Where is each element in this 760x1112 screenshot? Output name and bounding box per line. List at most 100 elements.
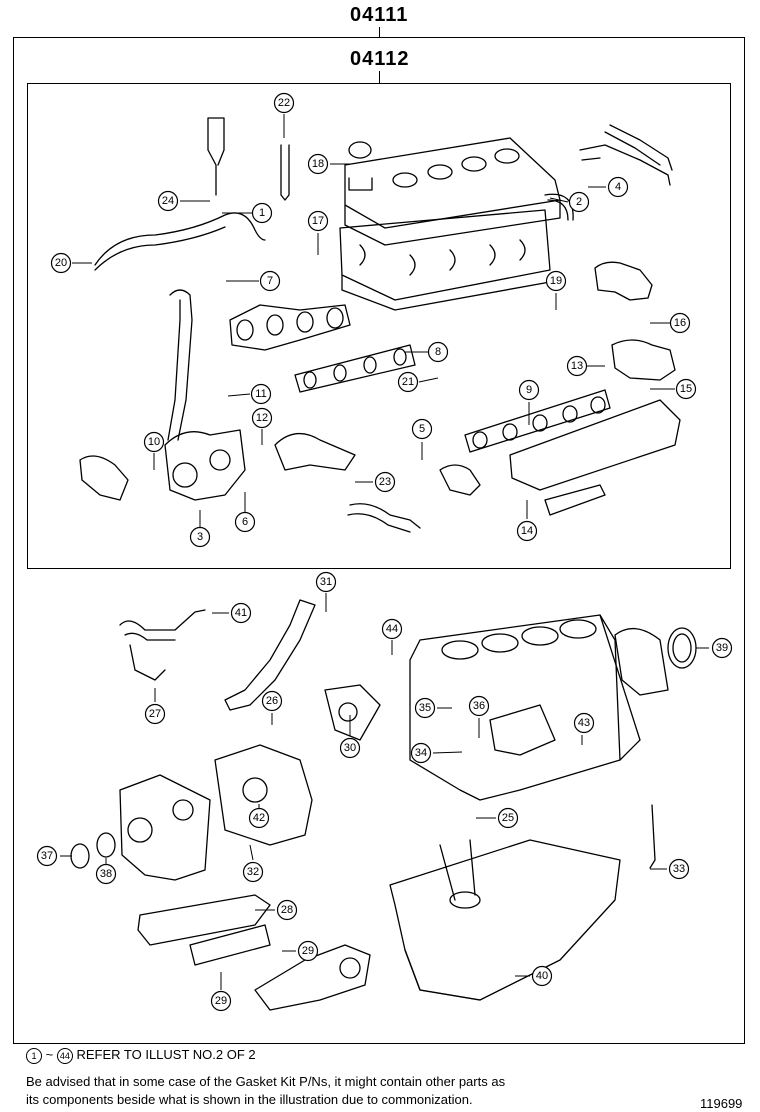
callout-circle [248, 807, 270, 829]
callout-number: 21 [402, 376, 414, 388]
callout-circle [50, 252, 72, 274]
water-pipe-drawing [347, 464, 481, 533]
callout-number: 41 [235, 607, 247, 619]
callout-21: 21 [397, 371, 419, 393]
callout-23: 23 [374, 471, 396, 493]
callout-number: 31 [320, 576, 332, 588]
callout-circle [144, 703, 166, 725]
callout-circle [251, 407, 273, 429]
thermostat-housing-drawing [594, 261, 676, 381]
callout-number: 29 [302, 945, 314, 957]
intake-manifold-drawing [509, 399, 681, 516]
callout-circle [230, 602, 252, 624]
dipstick-guide-drawing [649, 804, 656, 869]
intake-pipe-drawing [79, 433, 356, 501]
callout-number: 19 [550, 275, 562, 287]
callout-number: 18 [312, 158, 324, 170]
range-end-callout: 44 [56, 1047, 73, 1064]
callout-circle [669, 312, 691, 334]
callout-27: 27 [144, 703, 166, 725]
callout-circle [607, 176, 629, 198]
callout-9: 9 [518, 379, 540, 401]
range-separator: ~ [45, 1047, 54, 1062]
oil-cooler-cover-drawing [137, 894, 271, 966]
callout-circle [242, 861, 264, 883]
callout-circle [251, 202, 273, 224]
callout-20: 20 [50, 252, 72, 274]
oil-strainer-drawing [439, 839, 481, 909]
callout-circle [259, 270, 281, 292]
callout-number: 40 [536, 970, 548, 982]
callout-37: 37 [36, 845, 58, 867]
callout-circle [566, 355, 588, 377]
callout-circle [516, 520, 538, 542]
callout-number: 10 [148, 436, 160, 448]
turbocharger-drawing [164, 429, 246, 501]
callout-circle [210, 990, 232, 1012]
injector-drawing [207, 117, 225, 196]
callout-36: 36 [468, 695, 490, 717]
callout-number: 37 [41, 850, 53, 862]
callout-43: 43 [573, 712, 595, 734]
callout-6: 6 [234, 511, 256, 533]
inner-code-leader [379, 71, 380, 83]
callout-10: 10 [143, 431, 165, 453]
callout-circle [157, 190, 179, 212]
callout-15: 15 [675, 378, 697, 400]
callout-circle [531, 965, 553, 987]
callout-circle [573, 712, 595, 734]
callout-number: 33 [673, 863, 685, 875]
callout-14: 14 [516, 520, 538, 542]
water-pump-drawing [324, 684, 381, 741]
reference-range-line: 1 ~ 44 REFER TO ILLUST NO.2 OF 2 [26, 1047, 256, 1064]
callout-33: 33 [668, 858, 690, 880]
callout-number: 29 [215, 995, 227, 1007]
callout-circle [36, 845, 58, 867]
callout-number: 7 [267, 275, 273, 287]
callout-number: 23 [379, 476, 391, 488]
callout-circle [568, 191, 590, 213]
egr-pipe-drawing [167, 289, 193, 441]
head-gasket-drawing [544, 193, 574, 221]
callout-circle [315, 571, 337, 593]
injection-pipe-drawing [94, 212, 266, 271]
callout-number: 44 [386, 623, 398, 635]
callout-number: 17 [312, 215, 324, 227]
callout-11: 11 [250, 383, 272, 405]
callout-number: 42 [253, 812, 265, 824]
callout-18: 18 [307, 153, 329, 175]
inner-assembly-frame [27, 83, 731, 569]
callout-number: 5 [419, 423, 425, 435]
callout-number: 13 [571, 360, 583, 372]
callout-circle [307, 210, 329, 232]
callout-circle [273, 92, 295, 114]
callout-number: 22 [278, 97, 290, 109]
callout-circle [307, 153, 329, 175]
callout-number: 20 [55, 257, 67, 269]
callout-1: 1 [251, 202, 273, 224]
callout-circle [250, 383, 272, 405]
callout-number: 3 [197, 531, 203, 543]
callout-2: 2 [568, 191, 590, 213]
callout-number: 43 [578, 717, 590, 729]
callout-circle [339, 737, 361, 759]
callout-circle [675, 378, 697, 400]
callout-5: 5 [411, 418, 433, 440]
callout-number: 36 [473, 700, 485, 712]
callout-number: 16 [674, 317, 686, 329]
callout-38: 38 [95, 863, 117, 885]
callout-22: 22 [273, 92, 295, 114]
callout-12: 12 [251, 407, 273, 429]
vacuum-pipe-drawing [119, 609, 206, 681]
intake-manifold-gasket-drawing [464, 389, 611, 453]
callout-circle [411, 418, 433, 440]
timing-cover-drawing [119, 744, 313, 881]
callout-circle [95, 863, 117, 885]
callout-number: 39 [716, 642, 728, 654]
callout-number: 6 [242, 516, 248, 528]
callout-7: 7 [259, 270, 281, 292]
callout-circle [397, 371, 419, 393]
callout-24: 24 [157, 190, 179, 212]
range-start-callout: 1 [26, 1047, 42, 1064]
callout-circle [410, 742, 432, 764]
